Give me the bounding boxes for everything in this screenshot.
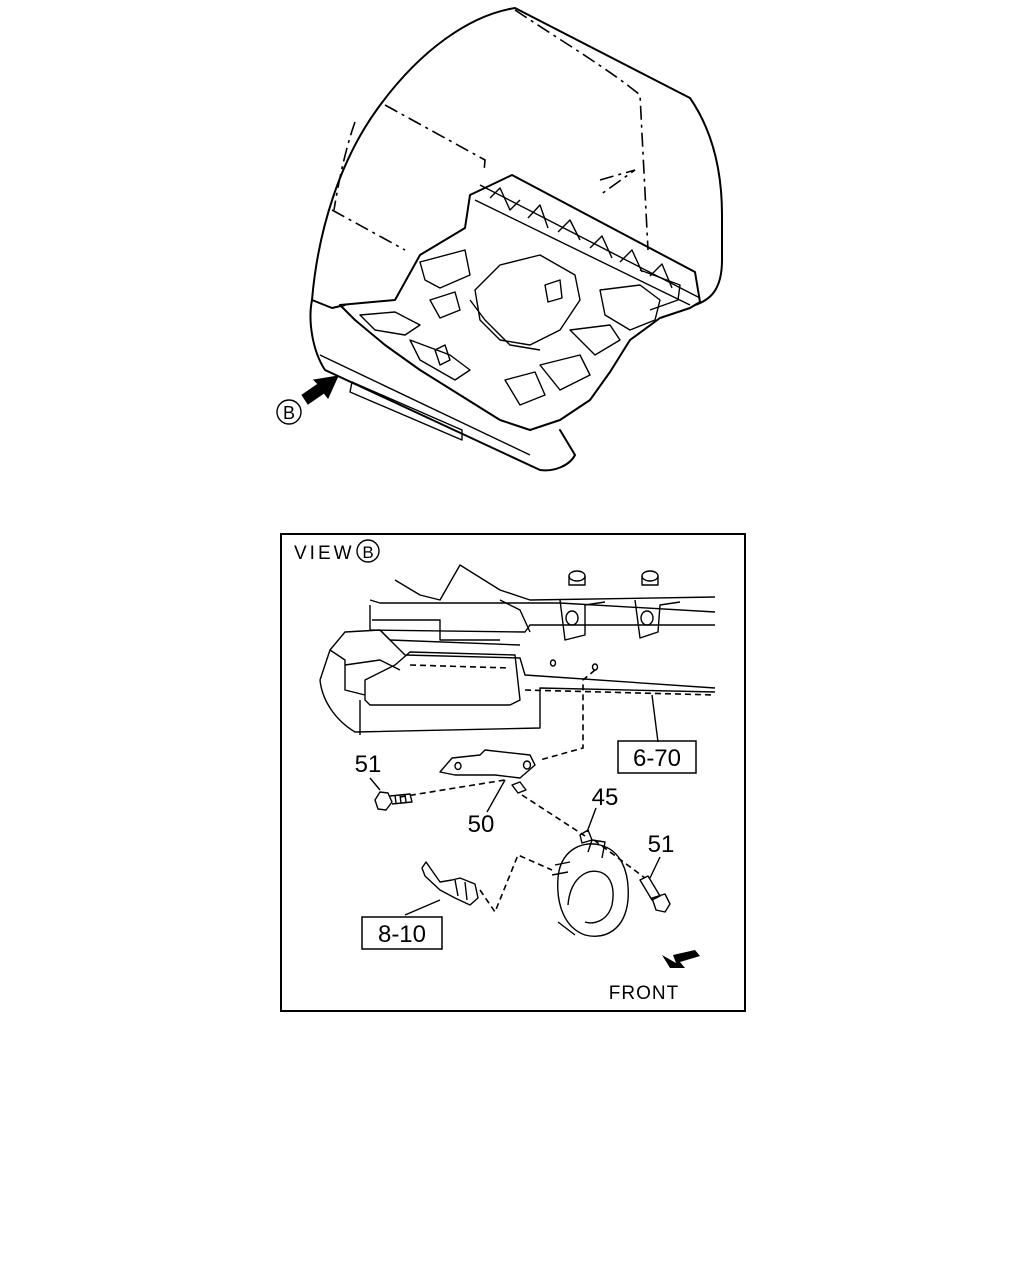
bracket-part-50 [439, 749, 536, 794]
front-arrow-icon [662, 950, 700, 968]
ref-box-6-70 [617, 740, 697, 774]
view-marker-top: B [283, 403, 295, 423]
view-title-label: VIEW [294, 543, 355, 564]
view-marker-detail: B [362, 543, 373, 562]
bolt-part-51-upper [374, 791, 413, 811]
view-b-arrow-top: B [276, 375, 339, 425]
part-number-51-lower: 51 [648, 831, 675, 858]
front-direction-label: FRONT [609, 983, 679, 1004]
part-number-51-upper: 51 [355, 751, 382, 778]
part-number-45: 45 [592, 784, 619, 811]
view-arrow-icon [301, 375, 339, 405]
ref-box-8-10 [361, 916, 443, 950]
view-marker-circle-top [276, 399, 302, 425]
horn-part-45 [551, 829, 629, 937]
detail-view-panel: VIEW B [280, 533, 746, 1012]
frame-structure [319, 564, 716, 735]
bolt-part-51-lower [639, 875, 671, 913]
view-marker-circle-detail [356, 539, 380, 563]
ref-label-8-10: 8-10 [378, 921, 426, 948]
part-number-50: 50 [468, 811, 495, 838]
detail-view-frame [280, 533, 746, 1012]
cab-floor-illustration [309, 7, 723, 472]
connector-part-8-10 [421, 861, 479, 906]
ref-label-6-70: 6-70 [633, 745, 681, 772]
